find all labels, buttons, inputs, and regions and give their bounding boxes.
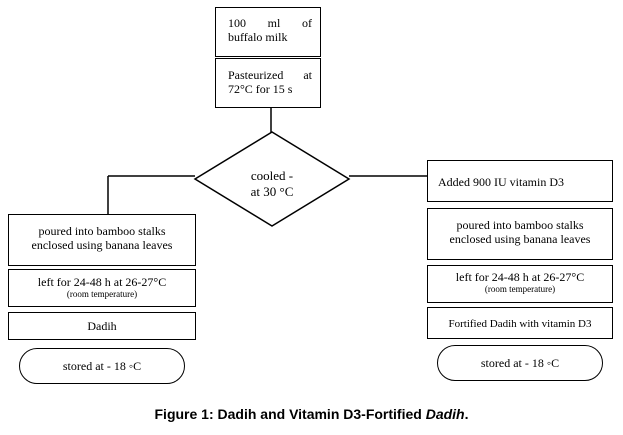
right-product-label: Fortified Dadih with vitamin D3 bbox=[448, 318, 592, 330]
milk-qty: 100 bbox=[228, 16, 246, 30]
pasteurize-word: Pasteurized bbox=[228, 68, 284, 82]
left-product-box: Dadih bbox=[8, 312, 196, 340]
left-storage-label: stored at - 18 ◦C bbox=[62, 359, 142, 373]
pasteurize-temp: 72°C for 15 s bbox=[228, 82, 293, 96]
left-pour-line1: poured into bamboo stalks bbox=[38, 224, 166, 238]
left-storage-node: stored at - 18 ◦C bbox=[19, 348, 185, 384]
right-product-box: Fortified Dadih with vitamin D3 bbox=[427, 307, 613, 339]
milk-box: 100 ml of buffalo milk bbox=[215, 7, 321, 57]
figure-caption: Figure 1: Dadih and Vitamin D3-Fortified… bbox=[0, 406, 623, 422]
decision-line1: cooled - bbox=[250, 168, 294, 183]
milk-of: of bbox=[301, 16, 312, 30]
right-pour-box: poured into bamboo stalks enclosed using… bbox=[427, 208, 613, 260]
left-pour-line2: enclosed using banana leaves bbox=[31, 238, 173, 252]
right-storage-label: stored at - 18 ◦C bbox=[480, 356, 560, 370]
decision-diamond bbox=[193, 131, 351, 227]
left-ferment-box: left for 24-48 h at 26-27°C (room temper… bbox=[8, 269, 196, 307]
milk-unit: ml bbox=[267, 16, 281, 30]
milk-type: buffalo milk bbox=[228, 30, 288, 44]
right-add-vitamin-label: Added 900 IU vitamin D3 bbox=[438, 175, 564, 189]
right-pour-line2: enclosed using banana leaves bbox=[449, 232, 591, 246]
left-product-label: Dadih bbox=[87, 319, 117, 333]
right-storage-node: stored at - 18 ◦C bbox=[437, 345, 603, 381]
right-pour-line1: poured into bamboo stalks bbox=[456, 218, 584, 232]
right-ferment-sub: (room temperature) bbox=[484, 284, 556, 294]
caption-prefix: Figure 1: Dadih and Vitamin D3-Fortified bbox=[154, 406, 426, 422]
pasteurize-at: at bbox=[303, 68, 312, 82]
caption-suffix: . bbox=[464, 406, 469, 422]
left-ferment-text: left for 24-48 h at 26-27°C bbox=[37, 275, 167, 289]
pasteurize-box: Pasteurized at 72°C for 15 s bbox=[215, 58, 321, 108]
right-ferment-box: left for 24-48 h at 26-27°C (room temper… bbox=[427, 265, 613, 303]
caption-emphasis: Dadih bbox=[425, 406, 465, 422]
right-ferment-text: left for 24-48 h at 26-27°C bbox=[455, 270, 585, 284]
left-pour-box: poured into bamboo stalks enclosed using… bbox=[8, 214, 196, 266]
left-ferment-sub: (room temperature) bbox=[66, 289, 138, 299]
decision-line2: at 30 °C bbox=[250, 184, 294, 199]
right-add-vitamin-box: Added 900 IU vitamin D3 bbox=[427, 160, 613, 202]
decision-label: cooled - at 30 °C bbox=[222, 168, 322, 200]
